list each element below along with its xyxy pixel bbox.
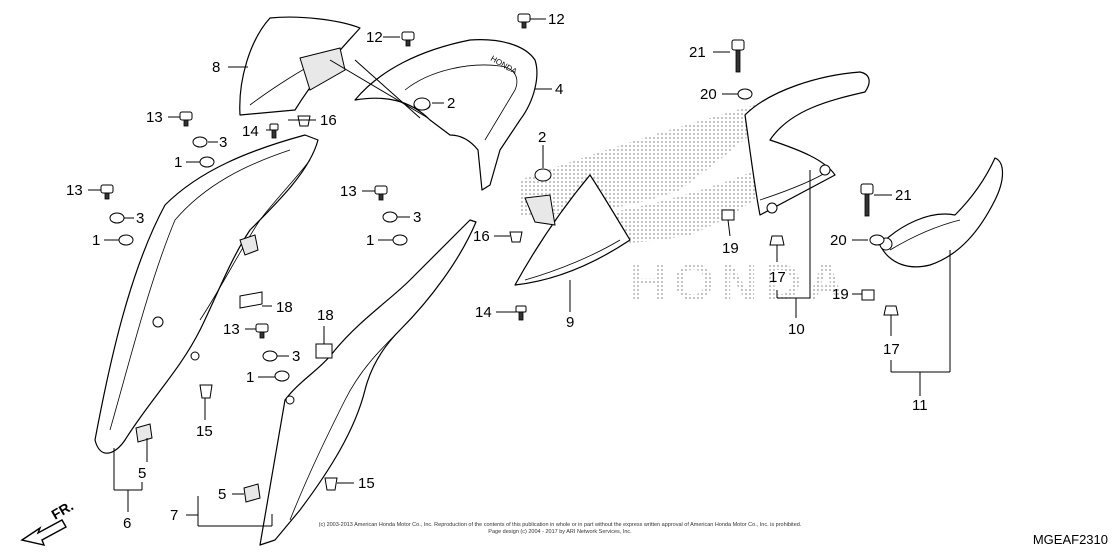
- callout-14: 14: [475, 304, 492, 321]
- callout-3: 3: [413, 209, 421, 226]
- callout-13: 13: [340, 183, 357, 200]
- callout-8: 8: [212, 59, 220, 76]
- callout-12: 12: [548, 11, 565, 28]
- callout-19: 19: [832, 286, 849, 303]
- callout-21: 21: [895, 187, 912, 204]
- diagram-code: MGEAF2310: [1032, 532, 1108, 547]
- callout-2: 2: [447, 95, 455, 112]
- callout-15: 15: [196, 423, 213, 440]
- callout-20: 20: [700, 86, 717, 103]
- callout-9: 9: [566, 314, 574, 331]
- callout-13: 13: [223, 321, 240, 338]
- grab-rail-right-part-11: [879, 157, 1004, 268]
- callout-5: 5: [138, 465, 146, 482]
- rear-cowl-center-part-4: HONDA: [354, 39, 538, 191]
- front-direction-arrow: FR.: [20, 497, 77, 546]
- callout-18: 18: [276, 299, 293, 316]
- callout-15: 15: [358, 475, 375, 492]
- callout-12: 12: [366, 29, 383, 46]
- callout-3: 3: [292, 348, 300, 365]
- callout-labels: 8 12 12 4 2 13 3 1 14 16 13 3 1 13 3 1 1…: [66, 11, 928, 532]
- callout-5: 5: [218, 486, 226, 503]
- callout-16: 16: [320, 112, 337, 129]
- callout-3: 3: [136, 210, 144, 227]
- seat-cowl-front-part-8: [239, 16, 361, 116]
- callout-17: 17: [883, 341, 900, 358]
- callout-18: 18: [317, 307, 334, 324]
- callout-16: 16: [473, 228, 490, 245]
- collar-hardware: [109, 88, 899, 382]
- callout-21: 21: [689, 44, 706, 61]
- callout-17: 17: [769, 269, 786, 286]
- callout-1: 1: [246, 369, 254, 386]
- callout-13: 13: [66, 182, 83, 199]
- copyright-line-2: Page design (c) 2004 - 2017 by ARI Netwo…: [488, 529, 632, 535]
- callout-13: 13: [146, 109, 163, 126]
- clip-hardware: [135, 115, 875, 503]
- callout-14: 14: [242, 123, 259, 140]
- callout-10: 10: [788, 321, 805, 338]
- copyright-notice: (c) 2003-2013 American Honda Motor Co., …: [310, 522, 810, 536]
- right-side-cover-part-7: [259, 219, 477, 546]
- bolt-hardware: [100, 13, 874, 339]
- left-side-cover-part-6: [94, 134, 319, 454]
- callout-1: 1: [366, 232, 374, 249]
- callout-6: 6: [123, 515, 131, 532]
- grab-rail-left-part-10: [744, 71, 870, 216]
- callout-2: 2: [538, 129, 546, 146]
- leader-lines: [88, 18, 951, 527]
- callout-1: 1: [174, 154, 182, 171]
- callout-3: 3: [219, 134, 227, 151]
- copyright-line-1: (c) 2003-2013 American Honda Motor Co., …: [318, 522, 802, 528]
- callout-1: 1: [92, 232, 100, 249]
- callout-19: 19: [722, 240, 739, 257]
- callout-7: 7: [170, 507, 178, 524]
- watermark-text: HONDA: [630, 254, 851, 312]
- inner-panel-part-9: [514, 174, 631, 286]
- callout-4: 4: [555, 81, 563, 98]
- callout-20: 20: [830, 232, 847, 249]
- callout-11: 11: [912, 397, 928, 414]
- front-direction-label: FR.: [49, 497, 77, 522]
